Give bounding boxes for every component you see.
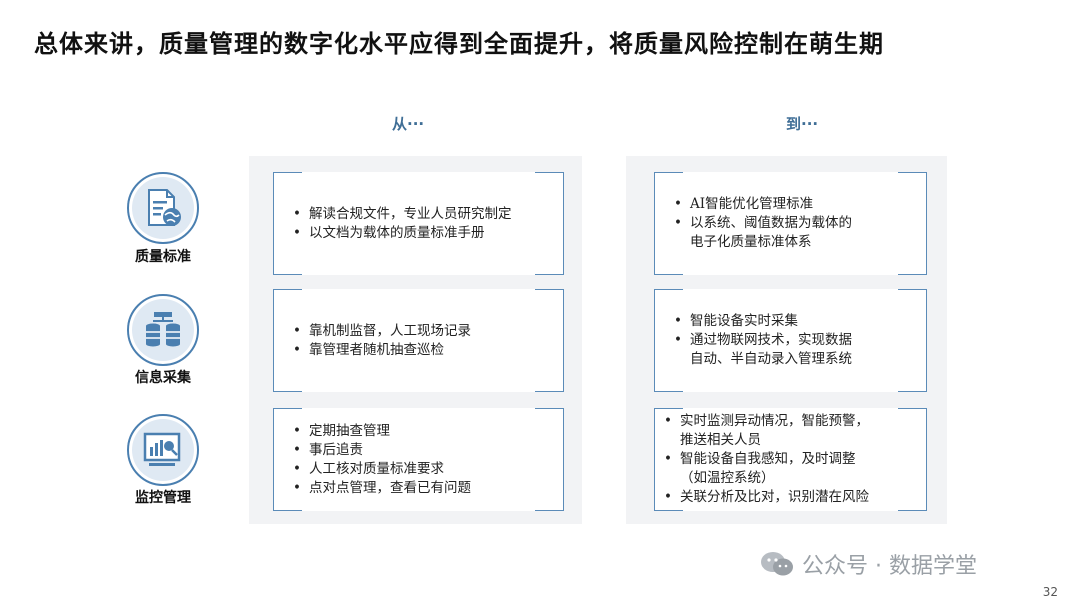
from-box-quality-standard: 解读合规文件，专业人员研究制定 以文档为载体的质量标准手册 <box>273 172 564 275</box>
to-column-header: 到··· <box>786 115 819 133</box>
list-item: 靠机制监督，人工现场记录 <box>293 322 542 341</box>
row-label-monitoring: 监控管理 <box>135 490 191 506</box>
to-box-monitoring: 实时监测异动情况，智能预警， 推送相关人员 智能设备自我感知，及时调整 （如温控… <box>654 408 927 511</box>
wechat-icon <box>761 552 793 576</box>
list-item: AI智能优化管理标准 <box>674 195 905 214</box>
list-item-continuation: 自动、半自动录入管理系统 <box>690 351 852 367</box>
page-number: 32 <box>1042 585 1058 599</box>
watermark-text: 公众号 · 数据学堂 <box>802 554 977 579</box>
list-item-continuation: 推送相关人员 <box>680 432 761 448</box>
list-item: 解读合规文件，专业人员研究制定 <box>293 205 542 224</box>
list-item: 以文档为载体的质量标准手册 <box>293 224 542 243</box>
list-item-continuation: （如温控系统） <box>680 470 775 486</box>
list-item: 靠管理者随机抽查巡检 <box>293 341 542 360</box>
list-item: 智能设备实时采集 <box>674 312 905 331</box>
list-item: 点对点管理，查看已有问题 <box>293 479 542 498</box>
list-item-continuation: 电子化质量标准体系 <box>690 234 812 250</box>
from-box-info-collection: 靠机制监督，人工现场记录 靠管理者随机抽查巡检 <box>273 289 564 392</box>
list-item: 人工核对质量标准要求 <box>293 460 542 479</box>
to-box-info-collection: 智能设备实时采集 通过物联网技术，实现数据 自动、半自动录入管理系统 <box>654 289 927 392</box>
to-box-quality-standard: AI智能优化管理标准 以系统、阈值数据为载体的 电子化质量标准体系 <box>654 172 927 275</box>
database-icon <box>127 294 199 366</box>
from-panel: 解读合规文件，专业人员研究制定 以文档为载体的质量标准手册 靠机制监督，人工现场… <box>249 156 582 524</box>
to-panel: AI智能优化管理标准 以系统、阈值数据为载体的 电子化质量标准体系 智能设备实时… <box>626 156 947 524</box>
list-item: 定期抽查管理 <box>293 422 542 441</box>
list-item: 事后追责 <box>293 441 542 460</box>
row-label-info-collection: 信息采集 <box>135 370 191 386</box>
watermark: 公众号 · 数据学堂 <box>760 548 977 580</box>
list-item: 通过物联网技术，实现数据 <box>674 331 905 350</box>
list-item: 关联分析及比对，识别潜在风险 <box>664 488 905 507</box>
page-title: 总体来讲，质量管理的数字化水平应得到全面提升，将质量风险控制在萌生期 <box>34 30 884 58</box>
document-globe-icon <box>127 172 199 244</box>
list-item: 实时监测异动情况，智能预警， <box>664 412 905 431</box>
from-column-header: 从··· <box>392 115 425 133</box>
list-item: 智能设备自我感知，及时调整 <box>664 450 905 469</box>
from-box-monitoring: 定期抽查管理 事后追责 人工核对质量标准要求 点对点管理，查看已有问题 <box>273 408 564 511</box>
row-label-quality-standard: 质量标准 <box>135 249 191 265</box>
monitor-chart-icon <box>127 414 199 486</box>
list-item: 以系统、阈值数据为载体的 <box>674 214 905 233</box>
